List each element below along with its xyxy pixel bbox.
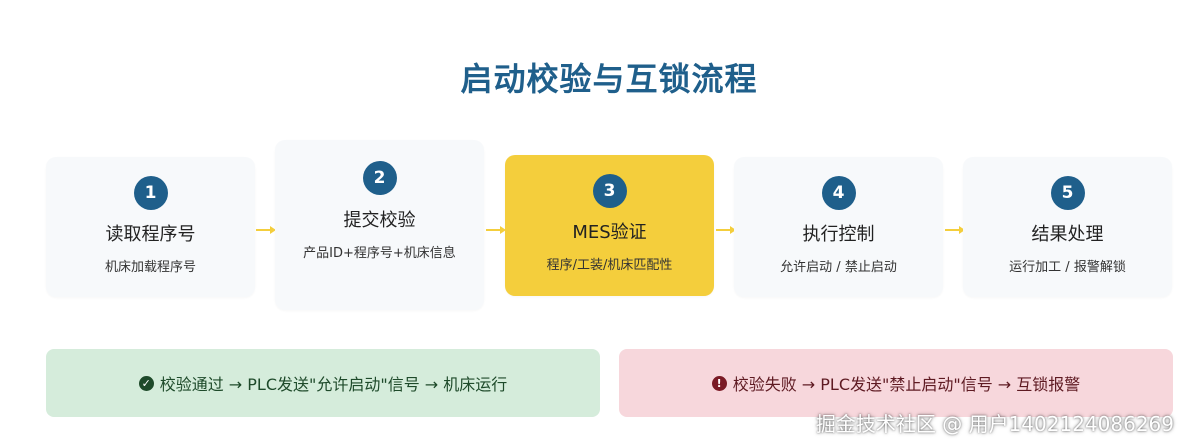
step-number-badge: 1: [133, 176, 168, 210]
page-title: 启动校验与互锁流程: [460, 60, 758, 98]
step-description: 程序/工装/机床匹配性: [546, 258, 673, 273]
step-card-1: 1 读取程序号 机床加载程序号: [46, 157, 255, 297]
step-description: 运行加工 / 报警解锁: [1009, 260, 1126, 275]
step-card-3: 3 MES验证 程序/工装/机床匹配性: [505, 155, 714, 296]
step-card-2: 2 提交校验 产品ID+程序号+机床信息: [275, 140, 484, 310]
step-title: MES验证: [572, 222, 647, 243]
step-number-badge: 2: [362, 161, 397, 195]
pass-result-text: 校验通过 → PLC发送"允许启动"信号 → 机床运行: [159, 375, 508, 394]
arrow-right-icon: [716, 226, 736, 234]
step-title: 提交校验: [343, 210, 416, 231]
exclamation-circle-icon: !: [711, 375, 727, 391]
pass-result-banner: ✓ 校验通过 → PLC发送"允许启动"信号 → 机床运行: [46, 349, 600, 417]
step-description: 产品ID+程序号+机床信息: [303, 246, 456, 261]
step-title: 结果处理: [1031, 224, 1104, 245]
fail-result-banner: ! 校验失败 → PLC发送"禁止启动"信号 → 互锁报警: [619, 349, 1173, 417]
arrow-right-icon: [486, 226, 506, 234]
step-number-badge: 3: [592, 174, 627, 208]
watermark: 掘金技术社区 @ 用户1402124086269: [815, 412, 1174, 436]
arrow-right-icon: [256, 226, 276, 234]
step-title: 读取程序号: [105, 224, 196, 245]
step-title: 执行控制: [802, 224, 875, 245]
arrow-right-icon: [945, 226, 965, 234]
step-card-5: 5 结果处理 运行加工 / 报警解锁: [963, 157, 1172, 297]
step-number-badge: 5: [1050, 176, 1085, 210]
fail-result-text: 校验失败 → PLC发送"禁止启动"信号 → 互锁报警: [732, 375, 1081, 394]
step-description: 机床加载程序号: [104, 260, 196, 275]
check-circle-icon: ✓: [138, 375, 154, 391]
step-card-4: 4 执行控制 允许启动 / 禁止启动: [734, 157, 943, 297]
step-number-badge: 4: [821, 176, 856, 210]
step-description: 允许启动 / 禁止启动: [780, 260, 897, 275]
